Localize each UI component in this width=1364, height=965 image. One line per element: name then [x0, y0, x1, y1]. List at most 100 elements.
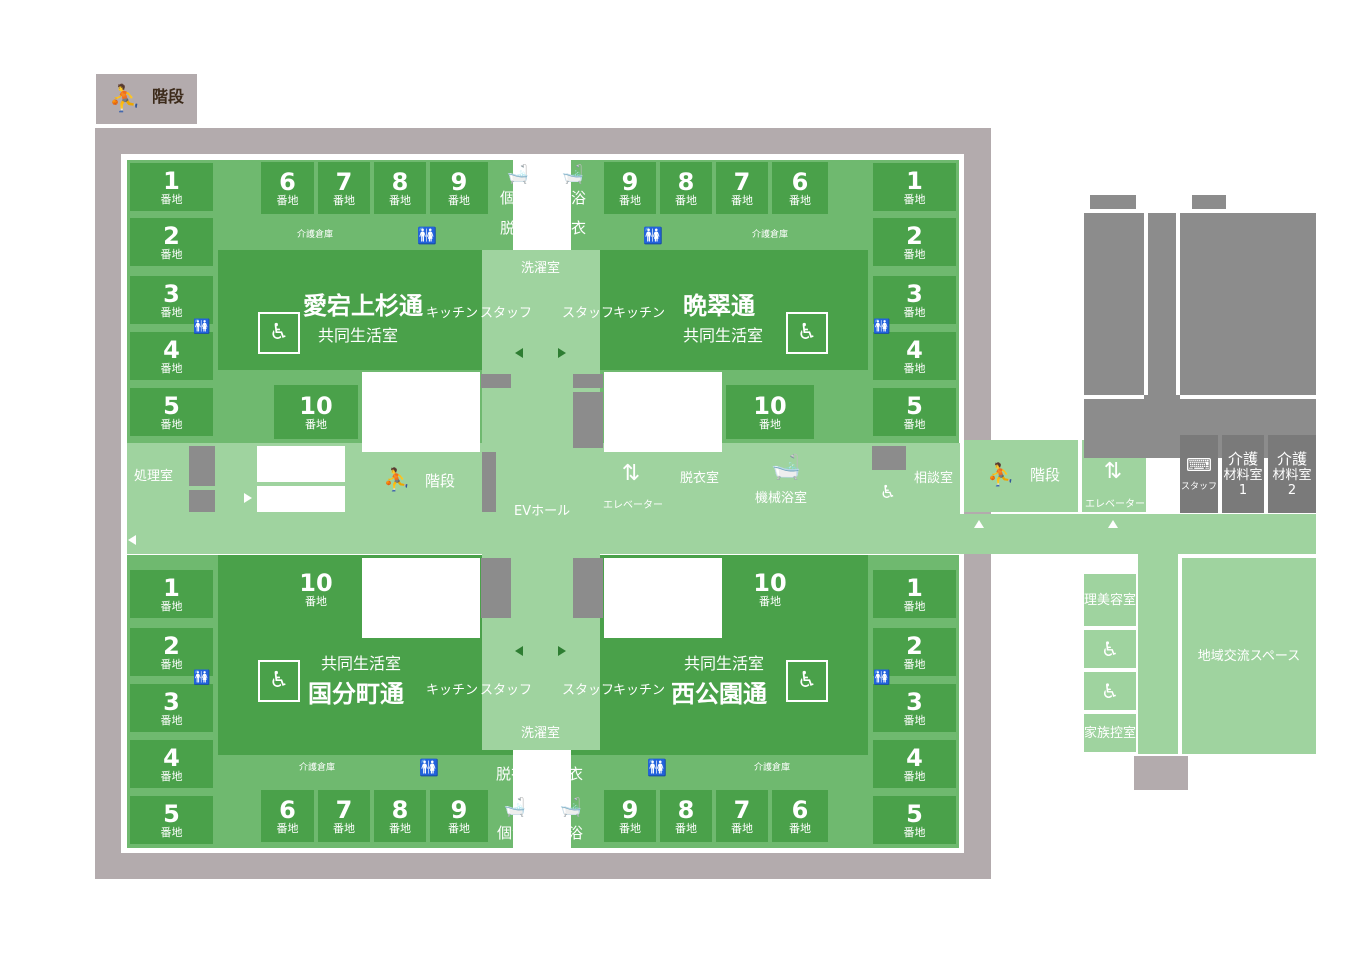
void-west-2: [257, 486, 345, 512]
east-stairs-room: [964, 440, 1078, 512]
arrow-right: [558, 646, 566, 656]
gray-tab-2: [1192, 195, 1226, 209]
void-se: [604, 558, 722, 638]
bathtub-icon: 🛁: [561, 164, 585, 185]
toilet-icon: 🚻: [873, 670, 891, 686]
arrow-right: [558, 348, 566, 358]
east-corridor: [960, 514, 1316, 554]
staff-ne: スタッフ: [562, 306, 615, 321]
material-room-1[interactable]: 介護 材料室 1: [1222, 435, 1264, 513]
stairs-sign-label: 階段: [152, 87, 185, 106]
kitchen-nw: キッチン: [426, 306, 479, 321]
community-space[interactable]: 地域交流スペース: [1182, 558, 1316, 754]
material-room-2[interactable]: 介護 材料室 2: [1268, 435, 1316, 513]
wheelchair-icon: ♿: [786, 312, 828, 354]
laundry-top: 洗濯室: [521, 261, 561, 276]
elevator-label-2: エレベーター: [1085, 499, 1145, 510]
dressing-label-2: 脱衣: [556, 219, 587, 237]
treatment-room: 処理室: [134, 469, 174, 484]
void-nw: [362, 372, 480, 452]
kitchen-sw: キッチン: [426, 683, 479, 698]
shaft-west-1: [189, 446, 215, 486]
kitchen-ne: キッチン: [613, 306, 666, 321]
elevator-icon: ⇅: [1103, 459, 1123, 484]
shaft-sw: [481, 558, 511, 618]
staff-room-east[interactable]: ⌨ スタッフ: [1180, 435, 1218, 513]
care-storage-se: 介護倉庫: [754, 763, 791, 773]
wheelchair-icon: ♿: [786, 660, 828, 702]
dressing-label-1: 脱衣: [500, 219, 531, 237]
wheelchair-icon: ♿: [258, 312, 300, 354]
unit-sw-name: 国分町通: [308, 680, 404, 708]
toilet-icon: 🚻: [643, 226, 663, 245]
unit-sw-type: 共同生活室: [321, 654, 402, 673]
toilet-icon: 🚻: [193, 319, 211, 335]
staff-sw: スタッフ: [480, 683, 533, 698]
family-room[interactable]: 家族控室: [1084, 714, 1136, 752]
bath-label-2: 個浴: [556, 189, 587, 207]
toilet-icon: 🚻: [193, 670, 211, 686]
unit-se-type: 共同生活室: [684, 654, 765, 673]
wheelchair-icon: ♿: [1084, 630, 1136, 668]
wheelchair-icon: ♿: [258, 660, 300, 702]
wheelchair-icon: ♿: [1084, 672, 1136, 710]
elevator-icon: ⇅: [621, 461, 641, 486]
gray-block-divider-v2: [1176, 213, 1180, 395]
barber-room[interactable]: 理美容室: [1084, 574, 1136, 626]
staff-se: スタッフ: [562, 683, 615, 698]
arrow-left: [515, 348, 523, 358]
care-storage-nw: 介護倉庫: [297, 230, 334, 240]
consultation-room: 相談室: [914, 471, 954, 486]
stairs-west: 階段: [425, 472, 456, 490]
arrow-up: [974, 520, 984, 528]
gray-block-divider-v: [1144, 213, 1148, 395]
shaft-ne-2: [573, 392, 603, 448]
bath-label-4: 個浴: [553, 824, 584, 842]
shaft-west-2: [189, 490, 215, 512]
dressing-label-4: 脱衣: [553, 765, 584, 783]
unit-ne-living: [571, 250, 868, 370]
ev-hall-corridor: [127, 514, 960, 554]
shaft-east: [872, 446, 906, 470]
